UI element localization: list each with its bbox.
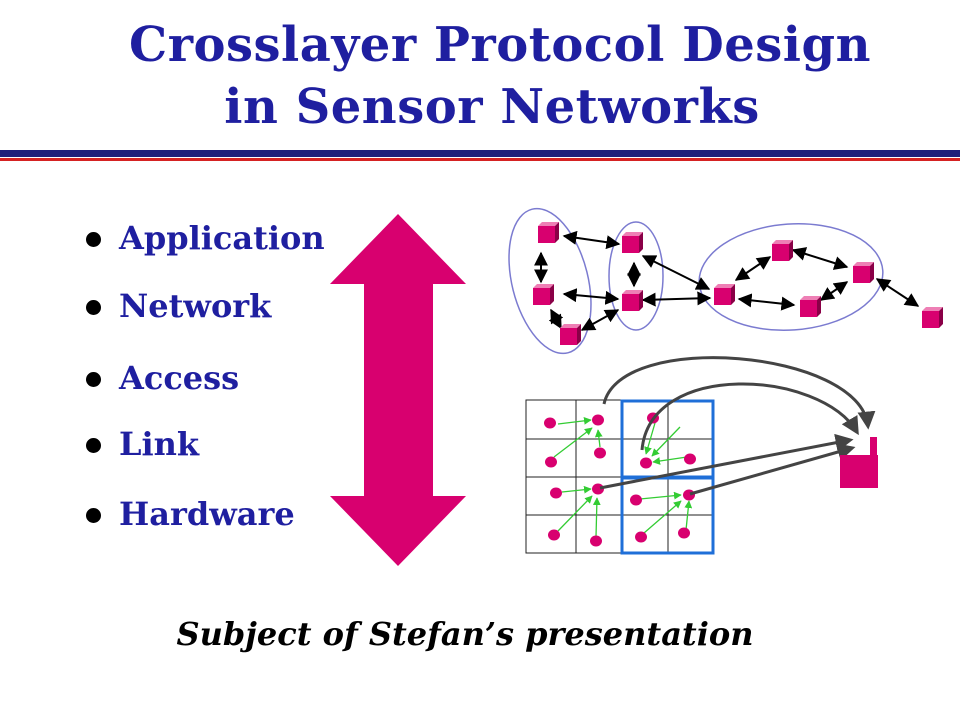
layer-label: Link [119, 425, 200, 463]
title-divider-navy [0, 150, 960, 157]
crosslayer-double-arrow-icon [330, 214, 466, 566]
sensor-node-icon [533, 284, 554, 305]
sensor-node-icon [714, 284, 735, 305]
grid-cluster-highlight [620, 476, 715, 555]
sensor-node-icon [560, 324, 581, 345]
layer-label: Network [119, 287, 272, 325]
forwarding-arrows [599, 356, 876, 496]
title-divider-red [0, 158, 960, 161]
bullet-icon [86, 372, 101, 387]
sensor-node-icon [538, 222, 559, 243]
slide-title-line-2: in Sensor Networks [224, 79, 760, 135]
layer-label: Hardware [119, 495, 295, 533]
sensor-node-icon [622, 290, 643, 311]
sensor-nodes [533, 222, 943, 345]
sensor-node-icon [922, 307, 943, 328]
bullet-icon [86, 300, 101, 315]
grid-sensor-dots [544, 412, 696, 547]
sink-node-icon [840, 437, 878, 488]
sensor-node-icon [772, 240, 793, 261]
bullet-icon [86, 438, 101, 453]
aggregation-arrows [553, 416, 693, 538]
sensor-node-icon [800, 296, 821, 317]
network-links [534, 230, 920, 331]
layer-label: Access [119, 359, 240, 397]
bullet-icon [86, 232, 101, 247]
slide-title-line-1: Crosslayer Protocol Design [129, 17, 871, 73]
bullet-icon [86, 508, 101, 523]
presentation-caption: Subject of Stefan’s presentation [176, 615, 754, 653]
sensor-node-icon [622, 232, 643, 253]
layer-label: Application [119, 219, 325, 257]
cluster-ellipse [508, 207, 592, 355]
sensor-node-icon [853, 262, 874, 283]
